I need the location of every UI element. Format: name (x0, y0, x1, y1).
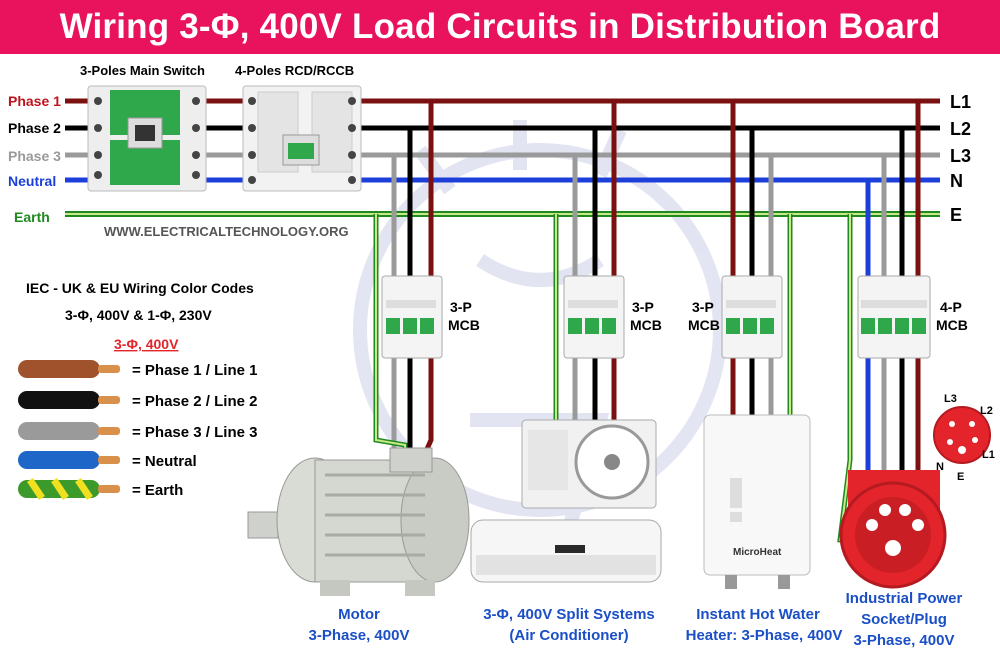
mcb-ac-label-1: 3-P (632, 299, 654, 315)
legend-label-phase3: = Phase 3 / Line 3 (132, 424, 257, 441)
legend-title: IEC - UK & EU Wiring Color Codes (26, 280, 254, 296)
ac-indoor-unit (470, 519, 662, 583)
legend-label-phase2: = Phase 2 / Line 2 (132, 393, 257, 410)
legend-wire-earth (18, 478, 120, 500)
mcb-heater-label-1: 3-P (692, 299, 714, 315)
legend-subtitle: 3-Φ, 400V & 1-Φ, 230V (65, 307, 212, 323)
heater-caption-1: Instant Hot Water (696, 606, 820, 623)
legend-section: 3-Φ, 400V (114, 336, 179, 352)
legend-label-phase1: = Phase 1 / Line 1 (132, 362, 257, 379)
label-phase1: Phase 1 (8, 93, 61, 109)
label-n: N (950, 171, 963, 191)
label-e: E (950, 205, 962, 225)
ac-wiring (553, 101, 617, 420)
socket-caption-1: Industrial Power (846, 590, 963, 607)
label-l3: L3 (950, 146, 971, 166)
pin-l2: L2 (980, 405, 993, 417)
pin-l3: L3 (944, 393, 957, 405)
legend-label-earth: = Earth (132, 482, 183, 499)
website-text: WWW.ELECTRICALTECHNOLOGY.ORG (104, 224, 349, 239)
mcb-socket-label-2: MCB (936, 317, 968, 333)
heater-brand: MicroHeat (733, 547, 782, 558)
label-l1: L1 (950, 92, 971, 112)
motor-image (247, 447, 470, 596)
mcb-motor-label-1: 3-P (450, 299, 472, 315)
label-rcd: 4-Poles RCD/RCCB (235, 63, 354, 78)
label-phase3: Phase 3 (8, 148, 61, 164)
legend-label-neutral: = Neutral (132, 453, 197, 470)
bus-bars (65, 98, 940, 217)
mcb-heater-label-2: MCB (688, 317, 720, 333)
mcb-socket (857, 275, 931, 359)
legend-wire-phase3 (18, 422, 120, 440)
motor-caption-1: Motor (338, 606, 380, 623)
mcb-motor (381, 275, 443, 359)
header-banner: Wiring 3-Φ, 400V Load Circuits in Distri… (0, 0, 1000, 54)
ac-caption-1: 3-Φ, 400V Split Systems (483, 606, 655, 623)
label-l2: L2 (950, 119, 971, 139)
mcb-heater (721, 275, 783, 359)
industrial-socket-image (839, 470, 947, 589)
pin-n: N (936, 461, 944, 473)
socket-caption-3: 3-Phase, 400V (854, 632, 955, 649)
ac-caption-2: (Air Conditioner) (509, 627, 628, 644)
label-earth: Earth (14, 209, 50, 225)
label-neutral: Neutral (8, 173, 56, 189)
label-main-switch: 3-Poles Main Switch (80, 63, 205, 78)
heater-wiring (730, 101, 793, 415)
ac-outdoor-unit (521, 419, 657, 509)
socket-caption-2: Socket/Plug (861, 611, 947, 628)
mcb-ac (563, 275, 625, 359)
mcb-socket-label-1: 4-P (940, 299, 962, 315)
main-switch (87, 85, 207, 192)
motor-caption-2: 3-Phase, 400V (309, 627, 410, 644)
plug-pinout: L3 L2 L1 N E (933, 393, 995, 483)
mcb-motor-label-2: MCB (448, 317, 480, 333)
label-phase2: Phase 2 (8, 120, 61, 136)
pin-e: E (957, 471, 964, 483)
heater-image: MicroHeat (703, 414, 811, 589)
legend-wire-phase2 (18, 391, 120, 409)
pin-l1: L1 (982, 449, 995, 461)
mcb-ac-label-2: MCB (630, 317, 662, 333)
page-title: Wiring 3-Φ, 400V Load Circuits in Distri… (59, 7, 941, 46)
rcd-device (242, 85, 362, 192)
legend-wire-phase1 (18, 360, 120, 378)
heater-caption-2: Heater: 3-Phase, 400V (686, 627, 843, 644)
legend-wire-neutral (18, 451, 120, 469)
